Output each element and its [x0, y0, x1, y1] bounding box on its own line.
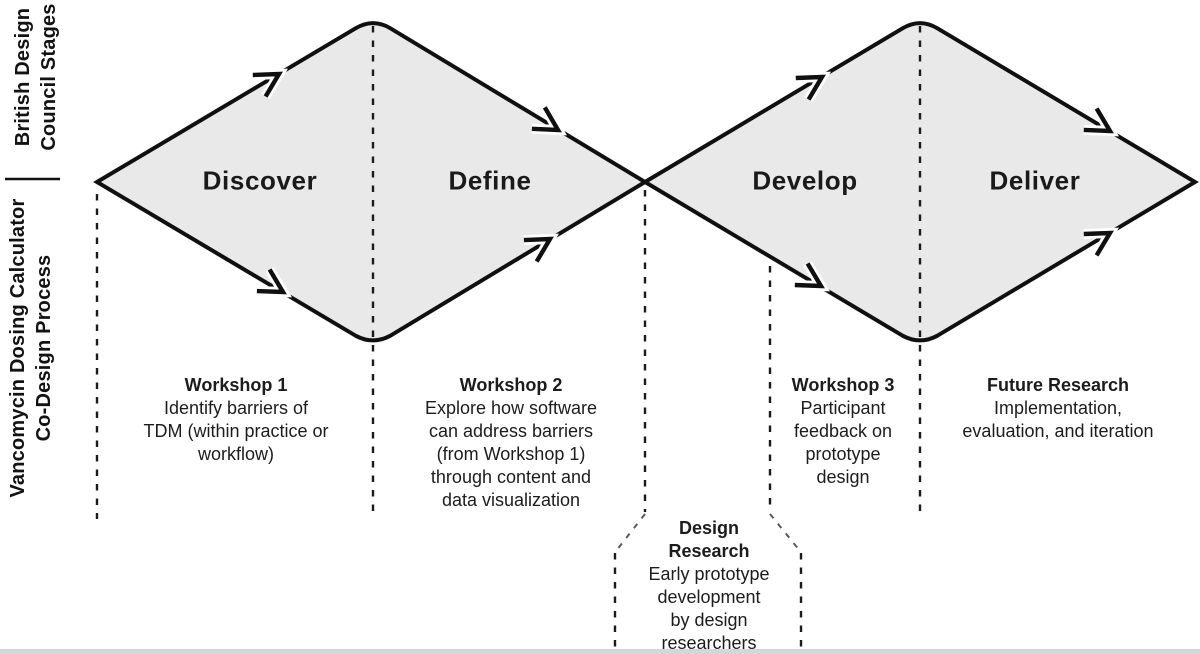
- annotation-line: workflow): [197, 444, 274, 464]
- annotation-line: data visualization: [441, 490, 581, 510]
- annotation-line: feedback on: [793, 421, 893, 441]
- annotation-line: design: [816, 467, 870, 487]
- annotation-line: by design: [670, 610, 748, 630]
- annotation-line: through content and: [430, 467, 592, 487]
- arrow-define-in-icon: [531, 106, 562, 133]
- annotation-line: Early prototype: [648, 564, 770, 584]
- annotation-workshop-2: Workshop 2 Explore how software can addr…: [381, 374, 641, 512]
- annotation-design-research: Design Research Early prototype developm…: [609, 517, 809, 654]
- annotation-line: evaluation, and iteration: [962, 421, 1154, 441]
- stage-label-discover: Discover: [202, 165, 318, 196]
- arrow-discover-up-icon: [252, 71, 283, 98]
- diamond-develop-deliver: [641, 21, 1199, 343]
- arrow-deliver-converge-icon: [1083, 230, 1114, 257]
- stage-label-define: Define: [448, 165, 532, 196]
- sidebar-label-line: Co-Design Process: [33, 254, 55, 442]
- annotation-workshop-1: Workshop 1 Identify barriers of TDM (wit…: [96, 374, 376, 466]
- arrow-develop-up-icon: [795, 74, 826, 101]
- annotation-title: Workshop 2: [459, 375, 563, 395]
- funnel-right-diagonal: [769, 513, 801, 552]
- annotation-title: Future Research: [986, 375, 1130, 395]
- annotation-title: Research: [668, 541, 750, 561]
- annotation-title: Workshop 3: [791, 375, 895, 395]
- arrow-develop-down-icon: [794, 262, 825, 289]
- annotation-line: can address barriers: [428, 421, 594, 441]
- sidebar-label-line: British Design: [12, 7, 34, 147]
- annotation-line: Identify barriers of: [163, 398, 309, 418]
- annotation-title: Design: [678, 518, 739, 538]
- stage-label-deliver: Deliver: [989, 165, 1081, 196]
- arrow-discover-down-icon: [256, 268, 287, 295]
- annotation-line: (from Workshop 1): [436, 444, 586, 464]
- annotation-line: Explore how software: [424, 398, 598, 418]
- design-research-funnel: [613, 513, 803, 649]
- sidebar-label-line: Council Stages: [38, 3, 60, 151]
- annotation-line: Implementation,: [993, 398, 1123, 418]
- sidebar-label-council-stages: British Design Council Stages: [10, 0, 62, 157]
- annotation-line: Participant: [800, 398, 886, 418]
- figure-bottom-edge: [0, 649, 1200, 654]
- annotation-future-research: Future Research Implementation, evaluati…: [913, 374, 1200, 443]
- annotation-line: prototype: [805, 444, 881, 464]
- phase-divider-lines: [95, 26, 922, 519]
- sidebar-label-codesign-process: Vancomycin Dosing Calculator Co-Design P…: [5, 193, 57, 503]
- sidebar-label-line: Vancomycin Dosing Calculator: [7, 198, 29, 498]
- arrow-deliver-in-icon: [1083, 107, 1114, 134]
- annotation-title: Workshop 1: [184, 375, 288, 395]
- annotation-line: TDM (within practice or: [143, 421, 329, 441]
- arrow-define-converge-icon: [523, 236, 554, 263]
- flow-arrow-icons: [252, 68, 1120, 298]
- annotation-line: development: [657, 587, 761, 607]
- annotation-workshop-3: Workshop 3 Participant feedback on proto…: [753, 374, 933, 489]
- stage-label-develop: Develop: [752, 165, 858, 196]
- funnel-left-diagonal: [615, 513, 646, 552]
- annotation-line: researchers: [661, 633, 757, 653]
- diamond-discover-define: [93, 21, 649, 343]
